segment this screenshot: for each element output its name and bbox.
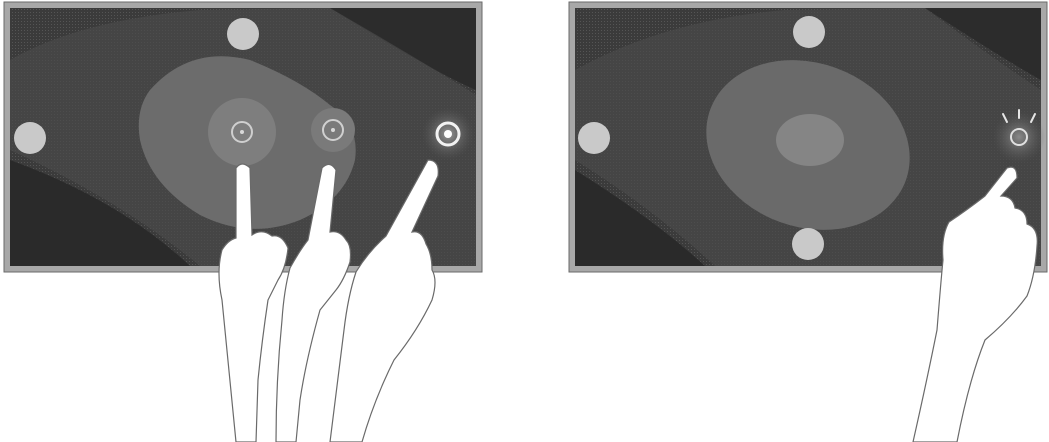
edge-button-icon: [14, 122, 46, 154]
edge-button-icon: [578, 122, 610, 154]
figure-right-tap: [565, 0, 1049, 442]
touch-feedback-highlight: [776, 114, 844, 166]
edge-button-icon: [792, 228, 824, 260]
figure-left-drag: [0, 0, 490, 442]
edge-button-icon: [227, 18, 259, 50]
edge-button-icon: [793, 16, 825, 48]
